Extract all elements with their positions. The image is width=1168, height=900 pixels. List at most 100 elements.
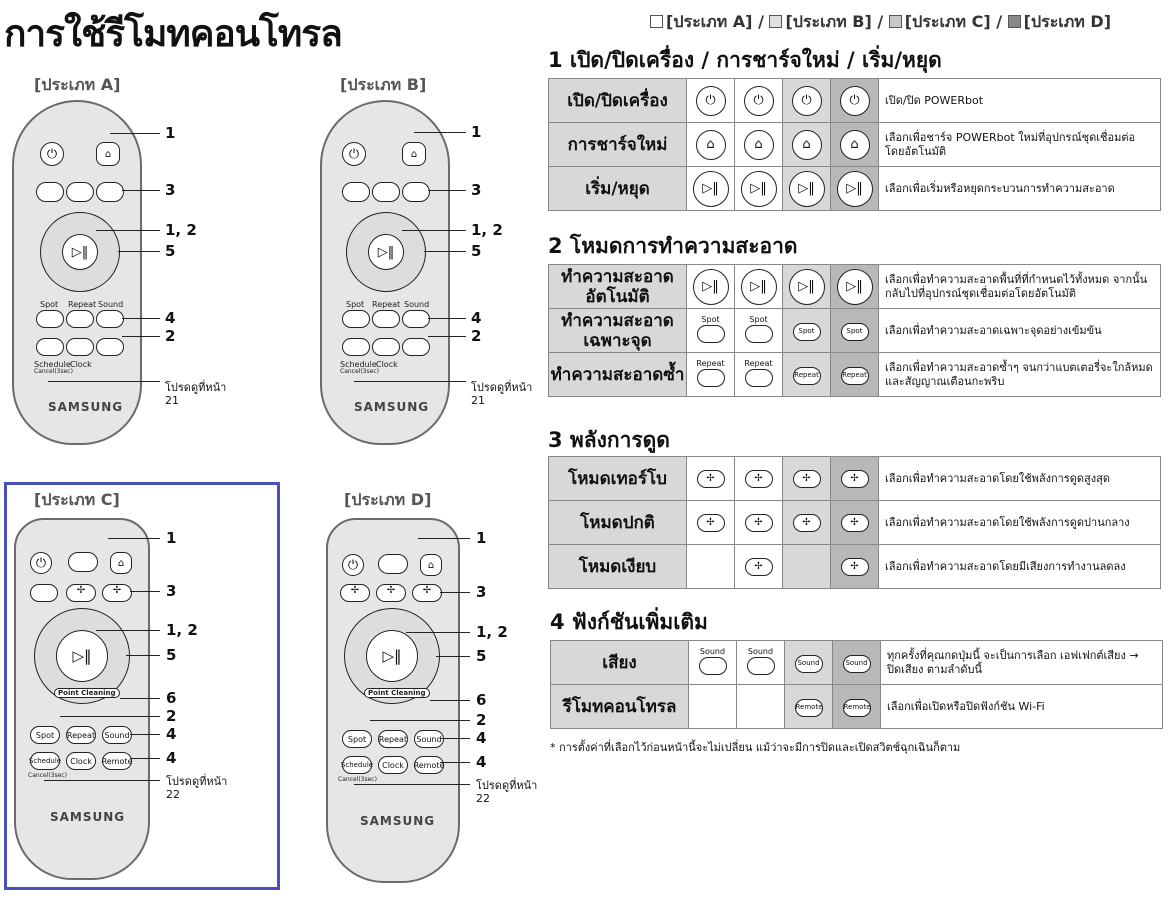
- see-page-text: โปรดดูที่หน้า: [165, 381, 227, 394]
- row-label: โหมดเงียบ: [548, 544, 687, 589]
- callout-line: [428, 318, 466, 319]
- sound-label: Sound: [404, 300, 430, 309]
- remote-c-body: ⏻ ⌂ ✢ ✢ ▷‖ Point Cleaning Spot Repeat So…: [14, 518, 150, 880]
- see-page-text: โปรดดูที่หน้า: [476, 779, 538, 792]
- sound-button: [698, 656, 727, 675]
- callout-line: [60, 716, 160, 717]
- repeat-button: Repeat: [378, 730, 408, 748]
- row-description: เลือกเพื่อเริ่มหรือหยุดกระบวนการทำความสะ…: [878, 166, 1161, 211]
- callout-line: [428, 190, 466, 191]
- remote-button: Remote: [102, 752, 132, 770]
- callout-line: [370, 720, 470, 721]
- callout-3: 3: [471, 181, 482, 199]
- callout-line: [354, 381, 466, 382]
- spot-label: Spot: [346, 300, 365, 309]
- table-row: เปิด/ปิดเครื่อง ⏻ ⏻ ⏻ ⏻ เปิด/ปิด POWERbo…: [548, 78, 1161, 123]
- play-pause-icon: ▷‖: [836, 268, 873, 305]
- row-label: โหมดปกติ: [548, 500, 687, 545]
- schedule-label: Schedule: [34, 360, 71, 369]
- legend-b: [ประเภท B]: [785, 12, 872, 31]
- table-row: เริ่ม/หยุด ▷‖ ▷‖ ▷‖ ▷‖ เลือกเพื่อเริ่มหร…: [548, 166, 1161, 211]
- table-row: ทำความสะอาดเฉพาะจุด Spot Spot Spot Spot …: [548, 308, 1161, 353]
- fan-icon: ✢: [376, 584, 406, 602]
- play-pause-icon: ▷‖: [836, 170, 873, 207]
- samsung-logo: SAMSUNG: [48, 400, 124, 414]
- power-icon: ⏻: [695, 85, 726, 116]
- see-page-number: 22: [476, 792, 490, 805]
- callout-3: 3: [476, 583, 487, 601]
- power-icon: ⏻: [342, 554, 364, 576]
- callout-line: [130, 734, 160, 735]
- callout-4: 4: [165, 309, 176, 327]
- power-icon: ⏻: [40, 142, 64, 166]
- cancel-label: Cancel(3sec): [338, 776, 377, 783]
- home-charge-icon: ⌂: [96, 142, 120, 166]
- fan-icon: ✢: [744, 514, 773, 532]
- callout-5: 5: [471, 242, 482, 260]
- spot-caption: Spot: [701, 314, 720, 324]
- callout-line: [440, 738, 470, 739]
- schedule-button: Schedule: [341, 756, 373, 774]
- callout-12: 1, 2: [165, 221, 197, 239]
- callout-12: 1, 2: [471, 221, 503, 239]
- sound-button: Sound: [842, 654, 871, 673]
- section-4-table: เสียง Sound Sound Sound Sound ทุกครั้งที…: [550, 640, 1163, 729]
- sound-caption: Sound: [699, 646, 726, 656]
- blank-button: [96, 338, 124, 356]
- sound-button: [746, 656, 775, 675]
- power-icon: ⏻: [30, 552, 52, 574]
- spot-button: Spot: [30, 726, 60, 744]
- play-pause-icon: ▷‖: [366, 630, 418, 682]
- callout-line: [44, 780, 160, 781]
- repeat-label: Repeat: [372, 300, 401, 309]
- legend-d: [ประเภท D]: [1023, 12, 1112, 31]
- callout-line: [418, 538, 470, 539]
- fan-icon: ✢: [66, 584, 96, 602]
- cancel-label: Cancel(3sec): [34, 368, 73, 375]
- callout-5: 5: [476, 647, 487, 665]
- legend-box-b: [769, 15, 783, 28]
- empty-cell: [782, 544, 831, 589]
- spot-button: [696, 324, 725, 343]
- callout-line: [130, 758, 160, 759]
- callout-line: [430, 700, 470, 701]
- see-page-text: โปรดดูที่หน้า: [471, 381, 533, 394]
- row-label: เสียง: [550, 640, 689, 685]
- table-row: การชาร์จใหม่ ⌂ ⌂ ⌂ ⌂ เลือกเพื่อชาร์จ POW…: [548, 122, 1161, 167]
- power-icon: ⏻: [791, 85, 822, 116]
- row-description: เปิด/ปิด POWERbot: [878, 78, 1161, 123]
- remote-b-body: ⏻ ⌂ ▷‖ Spot Repeat Sound Schedule Cancel…: [320, 100, 450, 445]
- fan-icon: ✢: [696, 514, 725, 532]
- fan-icon: ✢: [744, 470, 773, 488]
- callout-line: [424, 251, 466, 252]
- row-label: การชาร์จใหม่: [548, 122, 687, 167]
- callout-2: 2: [165, 327, 176, 345]
- callout-2: 2: [471, 327, 482, 345]
- fan-button: [402, 182, 430, 202]
- callout-line: [96, 630, 160, 631]
- samsung-logo: SAMSUNG: [50, 810, 126, 824]
- legend-box-a: [650, 15, 663, 28]
- callout-line: [428, 336, 466, 337]
- callout-line: [354, 784, 470, 785]
- remote-c-label: [ประเภท C]: [34, 490, 120, 509]
- play-pause-icon: ▷‖: [368, 234, 404, 270]
- row-label: ทำความสะอาดเฉพาะจุด: [548, 308, 687, 353]
- legend-sep: /: [877, 12, 884, 31]
- legend-box-d: [1007, 15, 1021, 28]
- spot-button: [342, 310, 370, 328]
- clock-label: Clock: [376, 360, 398, 369]
- fan-icon: ✢: [792, 470, 821, 488]
- callout-line: [96, 230, 160, 231]
- row-label: โหมดเทอร์โบ: [548, 456, 687, 501]
- fan-button: [342, 182, 370, 202]
- play-pause-icon: ▷‖: [692, 268, 729, 305]
- clock-button: [372, 338, 400, 356]
- remote-button: Remote: [842, 698, 871, 717]
- spot-caption: Spot: [749, 314, 768, 324]
- sound-button: Sound: [794, 654, 823, 673]
- clock-button: Clock: [378, 756, 408, 774]
- section-1-table: เปิด/ปิดเครื่อง ⏻ ⏻ ⏻ ⏻ เปิด/ปิด POWERbo…: [548, 78, 1161, 211]
- callout-5: 5: [166, 646, 177, 664]
